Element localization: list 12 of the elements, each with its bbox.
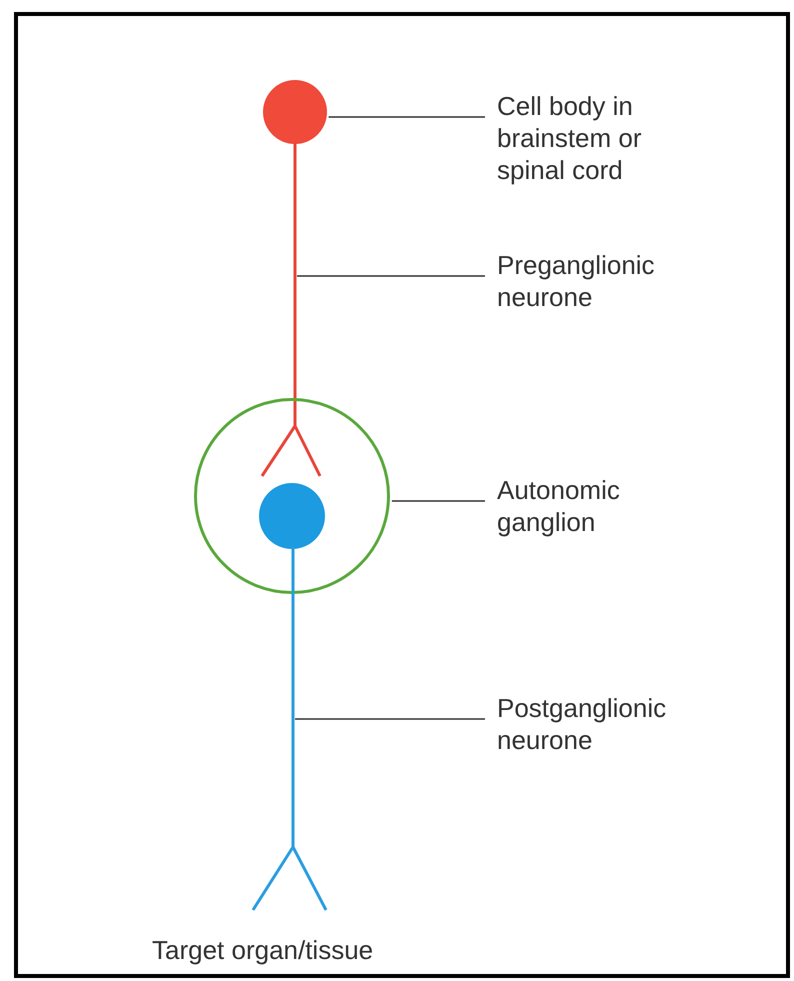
leader-line (392, 500, 485, 502)
part-label: Preganglionic neurone (497, 249, 707, 313)
part-label: Postganglionic neurone (497, 692, 707, 756)
nerve-fibre (250, 547, 330, 913)
part-label: Autonomic ganglion (497, 474, 707, 538)
nerve-fibre (258, 143, 324, 479)
part-label: Cell body in brainstem or spinal cord (497, 90, 707, 186)
leader-line (328, 116, 485, 118)
ganglion-circle (194, 398, 390, 594)
target-label: Target organ/tissue (152, 934, 374, 966)
leader-line (295, 718, 485, 720)
leader-line (297, 275, 485, 277)
